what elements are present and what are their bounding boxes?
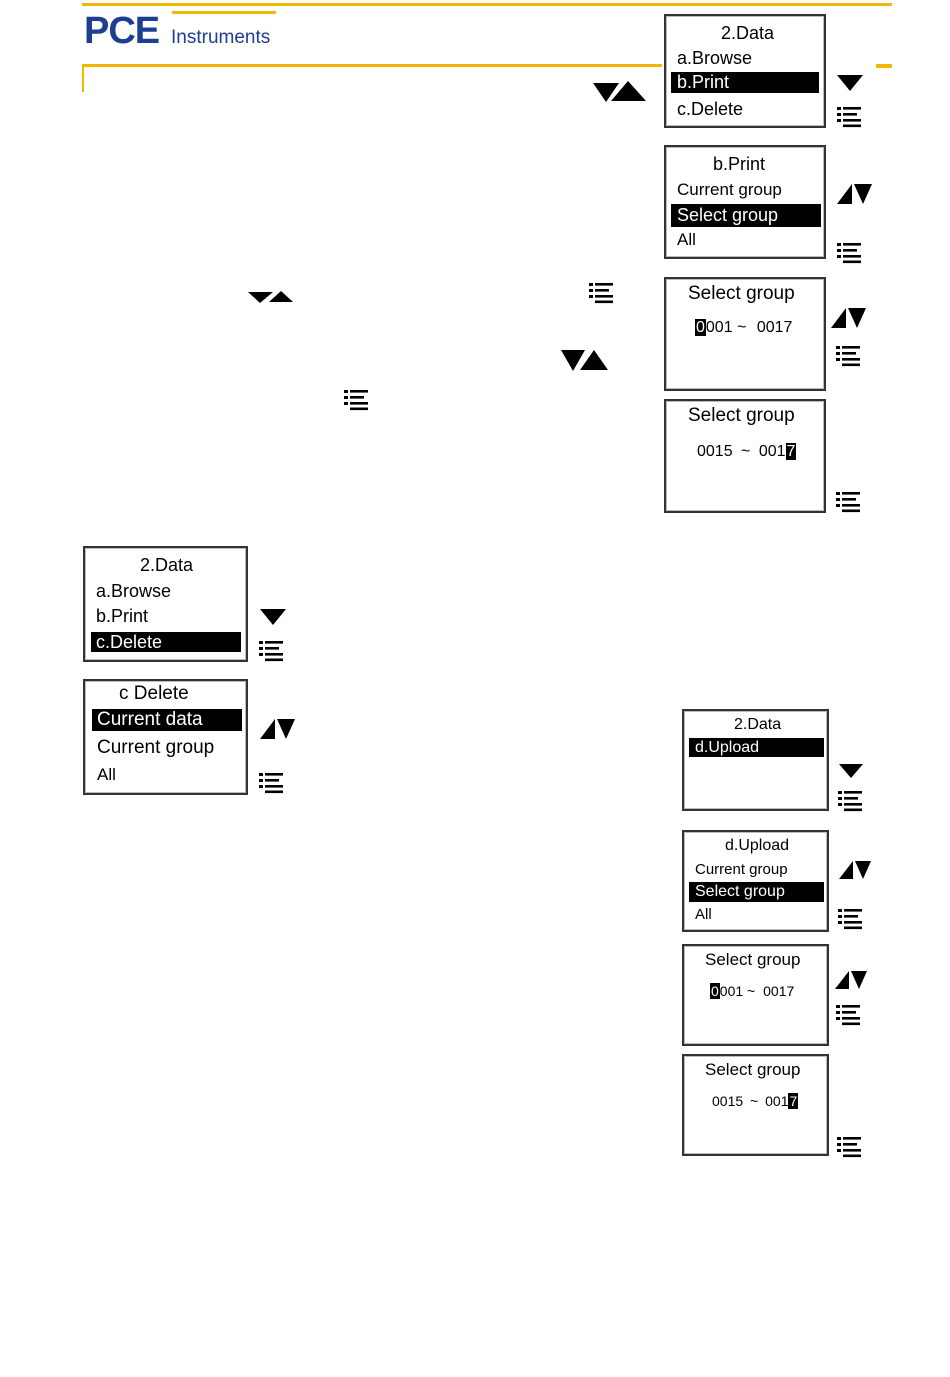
screen-title: Select group xyxy=(705,1060,801,1079)
header-rule-end xyxy=(876,64,892,68)
option-current-data-selected[interactable]: Current data xyxy=(92,709,242,731)
lcd-print-menu: 2.Data a.Browse b.Print c.Delete xyxy=(664,14,826,128)
range-from: 0015 xyxy=(712,1093,744,1109)
down-up-arrow-key-icon xyxy=(247,290,295,304)
menu-item-browse[interactable]: a.Browse xyxy=(677,48,753,68)
menu-item-delete-selected[interactable]: c.Delete xyxy=(91,632,241,652)
down-up-arrow-key-icon xyxy=(560,349,610,373)
screen-title: b.Print xyxy=(713,154,766,174)
range-from: 001 xyxy=(705,319,733,336)
range-separator: ~ xyxy=(741,443,751,460)
option-current-group[interactable]: Current group xyxy=(695,861,788,878)
screen-title: c Delete xyxy=(119,683,189,704)
range-from: 001 xyxy=(719,983,744,999)
header-top-rule xyxy=(82,3,892,6)
screen-title: 2.Data xyxy=(721,23,775,43)
down-arrow-key-icon xyxy=(836,74,864,92)
menu-item-print-selected[interactable]: b.Print xyxy=(671,72,819,93)
option-select-group-selected[interactable]: Select group xyxy=(689,882,824,902)
range-cursor[interactable]: 7 xyxy=(785,443,797,460)
up-down-arrow-key-icon xyxy=(834,970,868,990)
range-cursor[interactable]: 7 xyxy=(788,1093,799,1109)
menu-list-key-icon xyxy=(836,345,862,367)
brand-logo-subtitle: Instruments xyxy=(171,27,271,48)
brand-logo-bar xyxy=(172,11,276,14)
menu-list-key-icon xyxy=(838,908,864,930)
menu-item-delete[interactable]: c.Delete xyxy=(677,99,744,119)
option-all[interactable]: All xyxy=(97,765,116,784)
range-to: 0017 xyxy=(756,319,793,336)
up-down-arrow-key-icon xyxy=(836,183,874,205)
screen-title: Select group xyxy=(705,950,801,969)
lcd-delete-options: c Delete Current data Current group All xyxy=(83,679,248,795)
menu-list-key-icon xyxy=(259,640,285,662)
lcd-upload-select-end: Select group 0015 ~ 0017 xyxy=(682,1054,829,1156)
option-select-group-selected[interactable]: Select group xyxy=(671,204,821,227)
screen-title: 2.Data xyxy=(734,716,782,733)
group-range: 0001 ~ 0017 xyxy=(710,983,795,999)
screen-title: d.Upload xyxy=(725,837,790,854)
up-down-arrow-key-icon xyxy=(259,718,297,740)
up-down-arrow-key-icon xyxy=(838,860,872,880)
screen-title: 2.Data xyxy=(140,555,194,575)
group-range: 0015 ~ 0017 xyxy=(697,443,797,460)
brand-logo: PCE xyxy=(84,10,160,52)
range-separator: ~ xyxy=(737,319,747,336)
option-current-group[interactable]: Current group xyxy=(677,180,782,199)
lcd-upload-select-start: Select group 0001 ~ 0017 xyxy=(682,944,829,1046)
range-from: 0015 xyxy=(697,443,733,460)
menu-list-key-icon xyxy=(837,106,863,128)
header-vertical-rule xyxy=(82,64,84,92)
option-current-group[interactable]: Current group xyxy=(97,737,215,758)
range-to: 0017 xyxy=(763,983,795,999)
menu-item-print[interactable]: b.Print xyxy=(96,606,149,626)
down-arrow-key-icon xyxy=(838,763,864,779)
menu-list-key-icon xyxy=(837,1136,863,1158)
range-to: 001 xyxy=(765,1093,789,1109)
lcd-print-options: b.Print Current group Select group All xyxy=(664,145,826,259)
menu-list-key-icon xyxy=(836,1004,862,1026)
up-down-arrow-key-icon xyxy=(830,307,868,329)
header-rule xyxy=(82,64,662,67)
menu-item-upload-selected[interactable]: d.Upload xyxy=(689,738,824,757)
lcd-print-select-end: Select group 0015 ~ 0017 xyxy=(664,399,826,513)
lcd-upload-options: d.Upload Current group Select group All xyxy=(682,830,829,932)
range-cursor[interactable]: 0 xyxy=(710,983,720,999)
lcd-print-select-start: Select group 0001 ~ 0017 xyxy=(664,277,826,391)
down-up-arrow-key-icon xyxy=(592,80,648,104)
screen-title: Select group xyxy=(688,405,795,426)
lcd-delete-menu: 2.Data a.Browse b.Print c.Delete xyxy=(83,546,248,662)
range-separator: ~ xyxy=(750,1093,759,1109)
menu-list-key-icon xyxy=(344,389,370,411)
menu-list-key-icon xyxy=(836,491,862,513)
menu-list-key-icon xyxy=(838,790,864,812)
menu-list-key-icon xyxy=(259,772,285,794)
screen-title: Select group xyxy=(688,283,795,304)
down-arrow-key-icon xyxy=(259,608,287,626)
range-to: 001 xyxy=(758,443,786,460)
menu-list-key-icon xyxy=(589,282,615,304)
range-separator: ~ xyxy=(747,983,756,999)
group-range: 0001 ~ 0017 xyxy=(695,319,793,336)
range-cursor[interactable]: 0 xyxy=(695,319,706,336)
option-all[interactable]: All xyxy=(695,906,712,923)
lcd-upload-menu: 2.Data d.Upload xyxy=(682,709,829,811)
menu-list-key-icon xyxy=(837,242,863,264)
option-all[interactable]: All xyxy=(677,230,696,249)
menu-item-browse[interactable]: a.Browse xyxy=(96,581,172,601)
group-range: 0015 ~ 0017 xyxy=(712,1093,799,1109)
